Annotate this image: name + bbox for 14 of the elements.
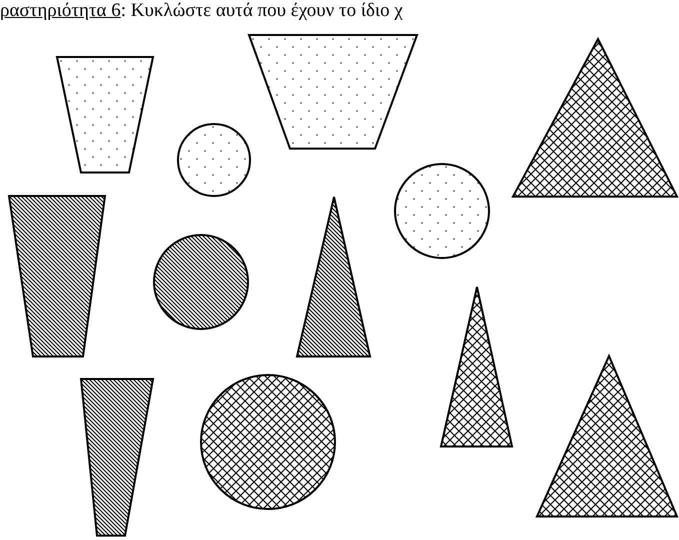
trapezoid-shape: [81, 379, 153, 536]
triangle-shape: [513, 39, 677, 197]
triangle-shape: [441, 287, 512, 447]
circle-shape: [200, 374, 336, 510]
circle-shape: [394, 163, 490, 260]
trapezoid-shape: [249, 35, 417, 149]
trapezoid-shape: [9, 196, 105, 356]
trapezoid-shape: [57, 57, 153, 173]
triangle-shape: [537, 356, 677, 517]
instruction-text: : Κυκλώστε αυτά που έχουν το ίδιο χ: [120, 0, 403, 21]
triangle-shape: [297, 196, 370, 356]
circle-shape: [153, 234, 249, 330]
activity-heading: ραστηριότητα 6: [0, 0, 121, 21]
circle-shape: [177, 123, 251, 198]
